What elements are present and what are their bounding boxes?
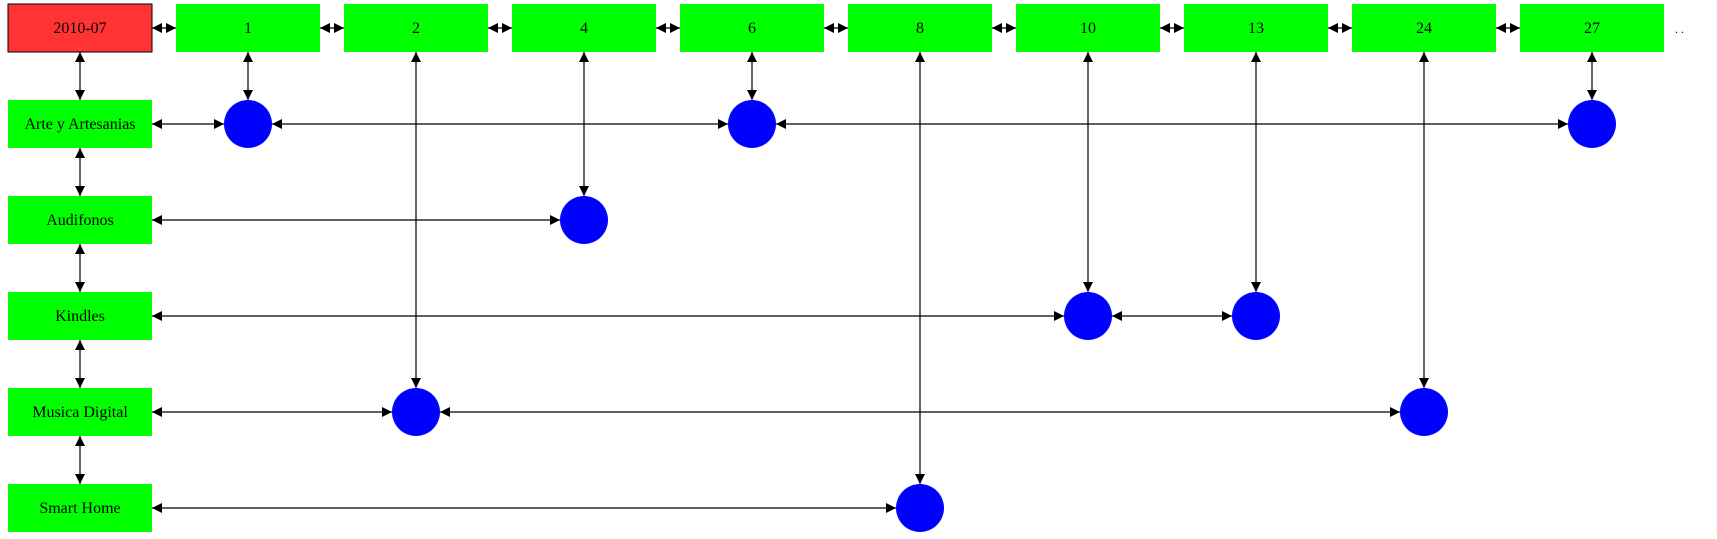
column-node-13-box xyxy=(1184,4,1328,52)
column-node-1-label: 1 xyxy=(244,20,252,37)
point-audifonos-4 xyxy=(560,196,608,244)
point-arte-y-artesanias-6 xyxy=(728,100,776,148)
row-node-smart-home: Smart Home xyxy=(8,484,152,532)
point-musica-digital-24 xyxy=(1400,388,1448,436)
row-node-arte-y-artesanias-label: Arte y Artesanias xyxy=(24,116,135,133)
point-musica-digital-2 xyxy=(392,388,440,436)
row-node-audifonos-box xyxy=(8,196,152,244)
column-node-6-label: 6 xyxy=(748,20,756,37)
column-node-4-label: 4 xyxy=(580,20,588,37)
point-kindles-13 xyxy=(1232,292,1280,340)
root-node-label: 2010-07 xyxy=(53,20,106,37)
column-node-13: 13 xyxy=(1184,4,1328,52)
column-node-6-box xyxy=(680,4,824,52)
point-arte-y-artesanias-27 xyxy=(1568,100,1616,148)
row-node-musica-digital: Musica Digital xyxy=(8,388,152,436)
column-node-13-label: 13 xyxy=(1248,20,1264,37)
row-node-smart-home-label: Smart Home xyxy=(39,500,120,517)
column-node-2-box xyxy=(344,4,488,52)
column-node-24-box xyxy=(1352,4,1496,52)
edges-layer xyxy=(75,23,1597,513)
row-node-arte-y-artesanias: Arte y Artesanias xyxy=(8,100,152,148)
column-node-27-label: 27 xyxy=(1584,20,1600,37)
row-node-kindles: Kindles xyxy=(8,292,152,340)
row-node-arte-y-artesanias-box xyxy=(8,100,152,148)
row-node-kindles-label: Kindles xyxy=(55,308,105,325)
row-node-musica-digital-box xyxy=(8,388,152,436)
row-node-audifonos-label: Audifonos xyxy=(46,212,114,229)
column-node-2: 2 xyxy=(344,4,488,52)
column-node-27: 27 xyxy=(1520,4,1664,52)
column-node-10: 10 xyxy=(1016,4,1160,52)
point-kindles-10 xyxy=(1064,292,1112,340)
row-node-kindles-box xyxy=(8,292,152,340)
trailing-marker: . . xyxy=(1675,22,1684,36)
column-node-1: 1 xyxy=(176,4,320,52)
column-node-8-box xyxy=(848,4,992,52)
row-node-audifonos: Audifonos xyxy=(8,196,152,244)
column-node-8-label: 8 xyxy=(916,20,924,37)
column-node-2-label: 2 xyxy=(412,20,420,37)
root-node: 2010-07 xyxy=(7,3,153,53)
column-node-6: 6 xyxy=(680,4,824,52)
column-node-10-box xyxy=(1016,4,1160,52)
point-smart-home-8 xyxy=(896,484,944,532)
column-node-8: 8 xyxy=(848,4,992,52)
root-node-box xyxy=(7,3,153,53)
column-node-4: 4 xyxy=(512,4,656,52)
column-node-10-label: 10 xyxy=(1080,20,1096,37)
column-node-24-label: 24 xyxy=(1416,20,1432,37)
column-node-1-box xyxy=(176,4,320,52)
column-node-24: 24 xyxy=(1352,4,1496,52)
row-node-musica-digital-label: Musica Digital xyxy=(32,404,128,421)
column-node-4-box xyxy=(512,4,656,52)
column-node-27-box xyxy=(1520,4,1664,52)
row-node-smart-home-box xyxy=(8,484,152,532)
point-arte-y-artesanias-1 xyxy=(224,100,272,148)
